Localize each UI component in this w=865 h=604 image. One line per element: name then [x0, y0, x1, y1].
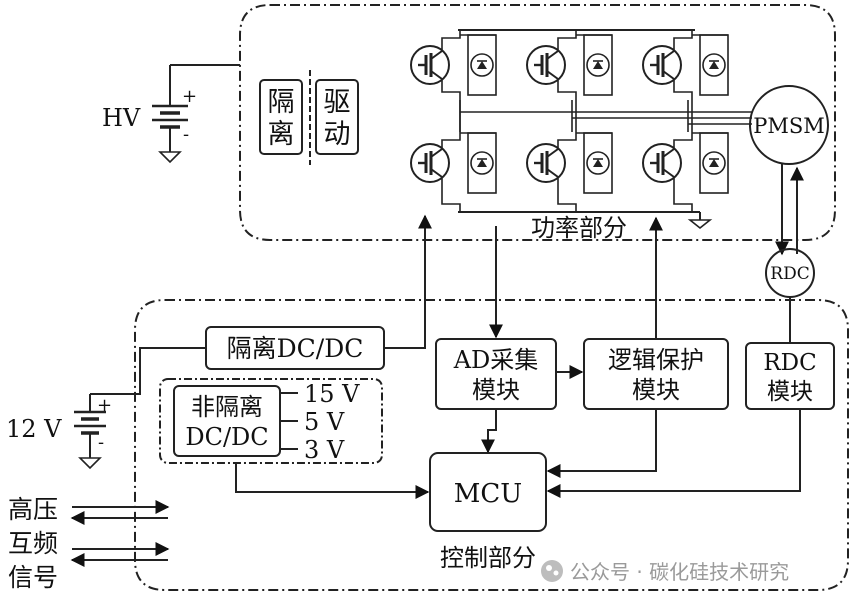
igbt-switch-cell — [526, 30, 613, 100]
control-section-boundary — [134, 299, 849, 591]
rdc-module-line-1: RDC — [763, 350, 816, 376]
driver-char-1: 驱 — [324, 87, 351, 118]
igbt-switch-cell — [410, 30, 497, 100]
lv-ground-symbol — [78, 457, 102, 470]
mcu-label: MCU — [454, 479, 522, 509]
power-section-boundary — [239, 4, 836, 241]
igbt-switch-cell — [642, 132, 729, 212]
rdc-circle-label: RDC — [770, 264, 809, 284]
signal-label-line-3: 信号 — [8, 563, 58, 592]
pmsm-label: PMSM — [753, 114, 825, 138]
rdc-module-block — [745, 342, 835, 410]
ad-module-line-2: 模块 — [472, 376, 520, 404]
non-isolated-dcdc-group — [159, 378, 383, 464]
driver-block — [315, 79, 359, 155]
watermark-text: 公众号 · 碳化硅技术研究 — [570, 560, 789, 584]
signal-label-line-2: 互频 — [8, 529, 58, 558]
ad-module-line-1: AD采集 — [453, 346, 539, 374]
output-15v-label: 15 V — [304, 380, 360, 408]
power-section-label: 功率部分 — [531, 214, 627, 242]
isolated-dcdc-label: 隔离DC/DC — [227, 334, 364, 363]
hv-battery-symbol — [152, 104, 188, 129]
inverter-bridge — [410, 30, 729, 212]
control-section-label: 控制部分 — [440, 544, 536, 572]
signal-label-line-1: 高压 — [8, 495, 58, 524]
lv-plus: + — [97, 395, 112, 416]
isolation-char-1: 隔 — [268, 87, 295, 118]
non-isolated-dcdc-line-1: 非隔离 — [191, 393, 263, 421]
igbt-switch-cell — [410, 132, 497, 212]
rdc-module-line-2: 模块 — [767, 379, 813, 405]
logic-module-line-1: 逻辑保护 — [608, 346, 704, 374]
bridge-ground-symbol — [687, 219, 713, 230]
igbt-switch-cell — [526, 132, 613, 212]
hv-source-label: HV — [102, 104, 141, 132]
isolation-block — [259, 79, 303, 155]
igbt-switch-cell — [642, 30, 729, 100]
hv-ground-symbol — [158, 151, 182, 164]
isolation-char-2: 离 — [268, 119, 295, 150]
output-3v-label: 3 V — [304, 436, 345, 464]
logic-module-line-2: 模块 — [632, 376, 680, 404]
lv-minus: - — [98, 432, 104, 453]
hv-minus: - — [183, 124, 189, 145]
non-isolated-dcdc-line-2: DC/DC — [185, 423, 268, 451]
mcu-block — [429, 452, 547, 532]
watermark-logo-icon — [541, 560, 563, 582]
output-5v-label: 5 V — [304, 408, 345, 436]
hv-plus: + — [182, 86, 197, 107]
driver-char-2: 动 — [324, 119, 351, 150]
pmsm-motor-circle — [749, 85, 829, 165]
lv-source-label: 12 V — [6, 415, 62, 443]
